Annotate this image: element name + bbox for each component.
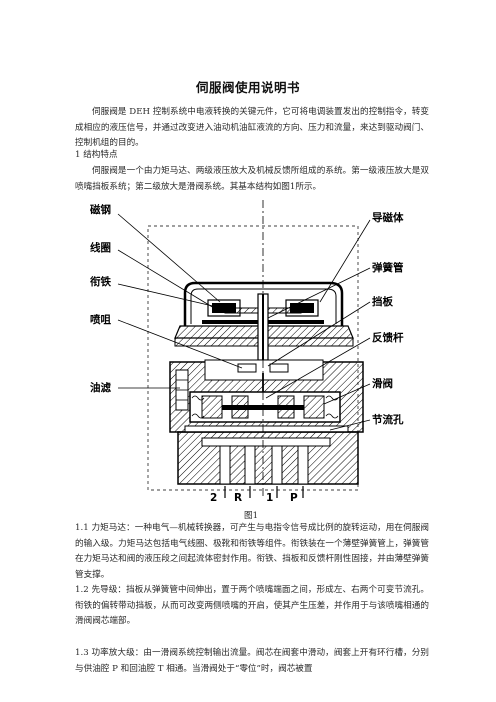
label-magnet: 磁钢	[90, 204, 111, 216]
label-coil: 线圈	[90, 242, 111, 254]
item-1-2: 1.2 先导级：挡板从弹簧管中间伸出，置于两个喷嘴端面之间，形成左、右两个可变节…	[75, 585, 429, 627]
intro-paragraph: 伺服阀是 DEH 控制系统中电液转换的关键元件，它可将电调装置发出的控制指令，转…	[75, 107, 429, 149]
item-1-3: 1.3 功率放大级：由一滑阀系统控制输出流量。阀芯在阀套中滑动，阀套上开有环行槽…	[75, 648, 429, 674]
label-armature: 衔铁	[90, 276, 111, 288]
port-label-p: P	[290, 492, 298, 504]
port-label-2: 2	[210, 492, 218, 504]
servo-valve-figure: 磁钢 线圈 衔铁 喷咀 油滤 导磁体 弹簧管 挡板 反馈杆 滑阀 节流孔 2 R…	[90, 198, 430, 510]
port-label-r: R	[234, 492, 243, 504]
section-heading: 1 结构特点	[75, 150, 118, 160]
label-spring-tube: 弹簧管	[372, 262, 404, 274]
label-flapper: 挡板	[372, 296, 393, 308]
label-spool: 滑阀	[372, 378, 393, 390]
figure-caption: 图1	[244, 511, 259, 521]
section-paragraph: 伺服阀是一个由力矩马达、两级液压放大及机械反馈所组成的系统。第一级液压放大是双喷…	[75, 166, 429, 192]
item-1-1: 1.1 力矩马达：一种电气—机械转换器，可产生与电指令信号成比例的旋转运动，用在…	[75, 523, 429, 580]
servo-valve-diagram	[117, 200, 371, 498]
label-magnetic-conductor: 导磁体	[372, 212, 404, 224]
label-filter: 油滤	[90, 382, 111, 394]
label-nozzle: 喷咀	[90, 314, 111, 326]
label-orifice: 节流孔	[372, 414, 404, 426]
document-title: 伺服阀使用说明书	[195, 80, 300, 95]
port-label-1: 1	[266, 492, 274, 504]
label-feedback-rod: 反馈杆	[372, 332, 404, 344]
